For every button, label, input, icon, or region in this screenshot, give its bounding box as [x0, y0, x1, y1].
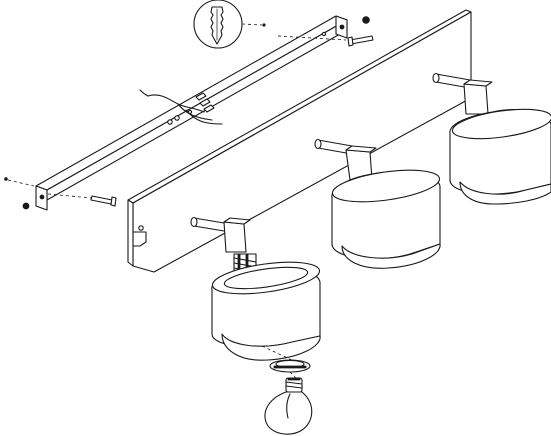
screw-head-left [22, 202, 30, 210]
lamp-shade-1 [211, 261, 321, 361]
spot-3 [432, 72, 551, 205]
wall-plug-icon [210, 6, 224, 45]
lamp-shade-3 [449, 108, 551, 205]
spot-arm-1 [190, 216, 251, 253]
lamp-base-plate [127, 9, 472, 273]
spot-arm-3 [432, 72, 493, 115]
screw-head-top [362, 16, 370, 24]
wall-plug-detail [193, 0, 266, 49]
mounting-screw-left [4, 177, 117, 210]
light-bulb [264, 371, 313, 435]
mounting-screw-top [277, 16, 374, 47]
lamp-shade-2 [331, 169, 441, 269]
mains-wires [139, 89, 223, 125]
spot-2 [314, 138, 441, 269]
keyhole-slot [132, 225, 147, 247]
spot-1 [190, 216, 321, 361]
rail-slots [167, 31, 327, 125]
